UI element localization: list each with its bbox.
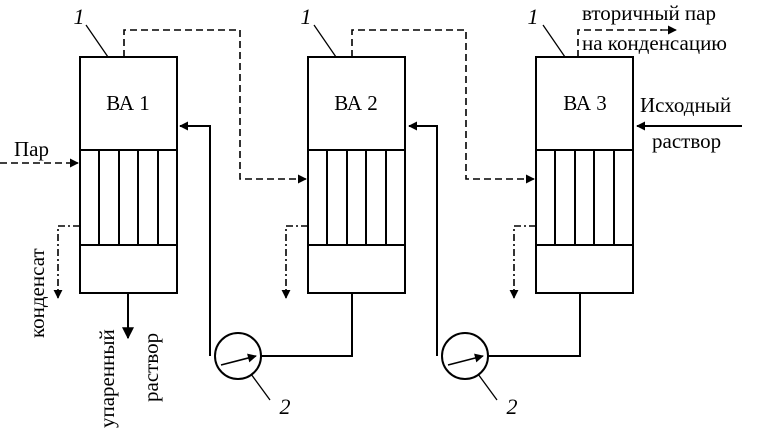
solution-2-to-pump <box>261 293 353 357</box>
condensate-label: конденсат <box>25 248 49 338</box>
evaporator-2: ВА 2 1 <box>301 4 406 294</box>
evaporator-1-heating-chamber <box>79 149 178 246</box>
evaporator-2-heating-chamber <box>307 149 406 246</box>
condensate-outlet-2 <box>281 225 308 299</box>
pump-1-leader <box>250 373 271 401</box>
solution-lines <box>122 121 742 357</box>
product-label-line2: раствор <box>139 333 163 402</box>
steam-inlet-label: Пар <box>14 137 49 161</box>
evaporator-3-separator <box>535 56 634 151</box>
leader-line-1c <box>542 24 566 58</box>
evaporator-1: ВА 1 1 <box>74 4 178 294</box>
secondary-steam-label-line2: на конденсацию <box>582 31 727 55</box>
pump-1-number: 2 <box>280 394 291 419</box>
leader-line-1b <box>313 24 337 58</box>
leader-number-1c: 1 <box>528 4 539 29</box>
pump-2-number: 2 <box>507 394 518 419</box>
secondary-steam-2-3 <box>351 29 535 184</box>
pump-2-leader <box>477 373 498 401</box>
secondary-steam-1-2 <box>123 29 307 184</box>
evaporator-2-bottom <box>307 244 406 294</box>
leader-number-1b: 1 <box>301 4 312 29</box>
evaporator-3-bottom <box>535 244 634 294</box>
pump-1-body <box>214 332 262 380</box>
leader-number-1a: 1 <box>74 4 85 29</box>
evaporator-1-label: ВА 1 <box>106 91 150 115</box>
condensate-outlet-3 <box>509 225 536 299</box>
secondary-steam-label-line1: вторичный пар <box>582 1 716 25</box>
leader-line-1a <box>85 24 109 58</box>
solution-3-to-pump <box>483 293 581 357</box>
pump-to-evaporator-2 <box>408 121 438 356</box>
evaporator-3-heating-chamber <box>535 149 634 246</box>
evaporator-1-bottom <box>79 244 178 294</box>
pump-2: 2 <box>441 332 518 419</box>
pump-2-body <box>441 332 489 380</box>
pump-to-evaporator-1 <box>179 121 211 356</box>
condensate-outlet-1 <box>53 225 80 299</box>
condensate-lines <box>53 225 536 299</box>
evaporator-3-label: ВА 3 <box>563 91 607 115</box>
steam-lines <box>0 25 677 184</box>
feed-label-line1: Исходный <box>640 93 731 117</box>
evaporator-3: ВА 3 1 <box>528 4 634 294</box>
secondary-steam-to-condenser <box>577 29 662 57</box>
feed-label-line2: раствор <box>652 129 721 153</box>
evaporator-1-separator <box>79 56 178 151</box>
product-label-line1: упаренный <box>95 329 119 428</box>
pump-1: 2 <box>214 332 291 419</box>
evaporator-2-label: ВА 2 <box>334 91 378 115</box>
